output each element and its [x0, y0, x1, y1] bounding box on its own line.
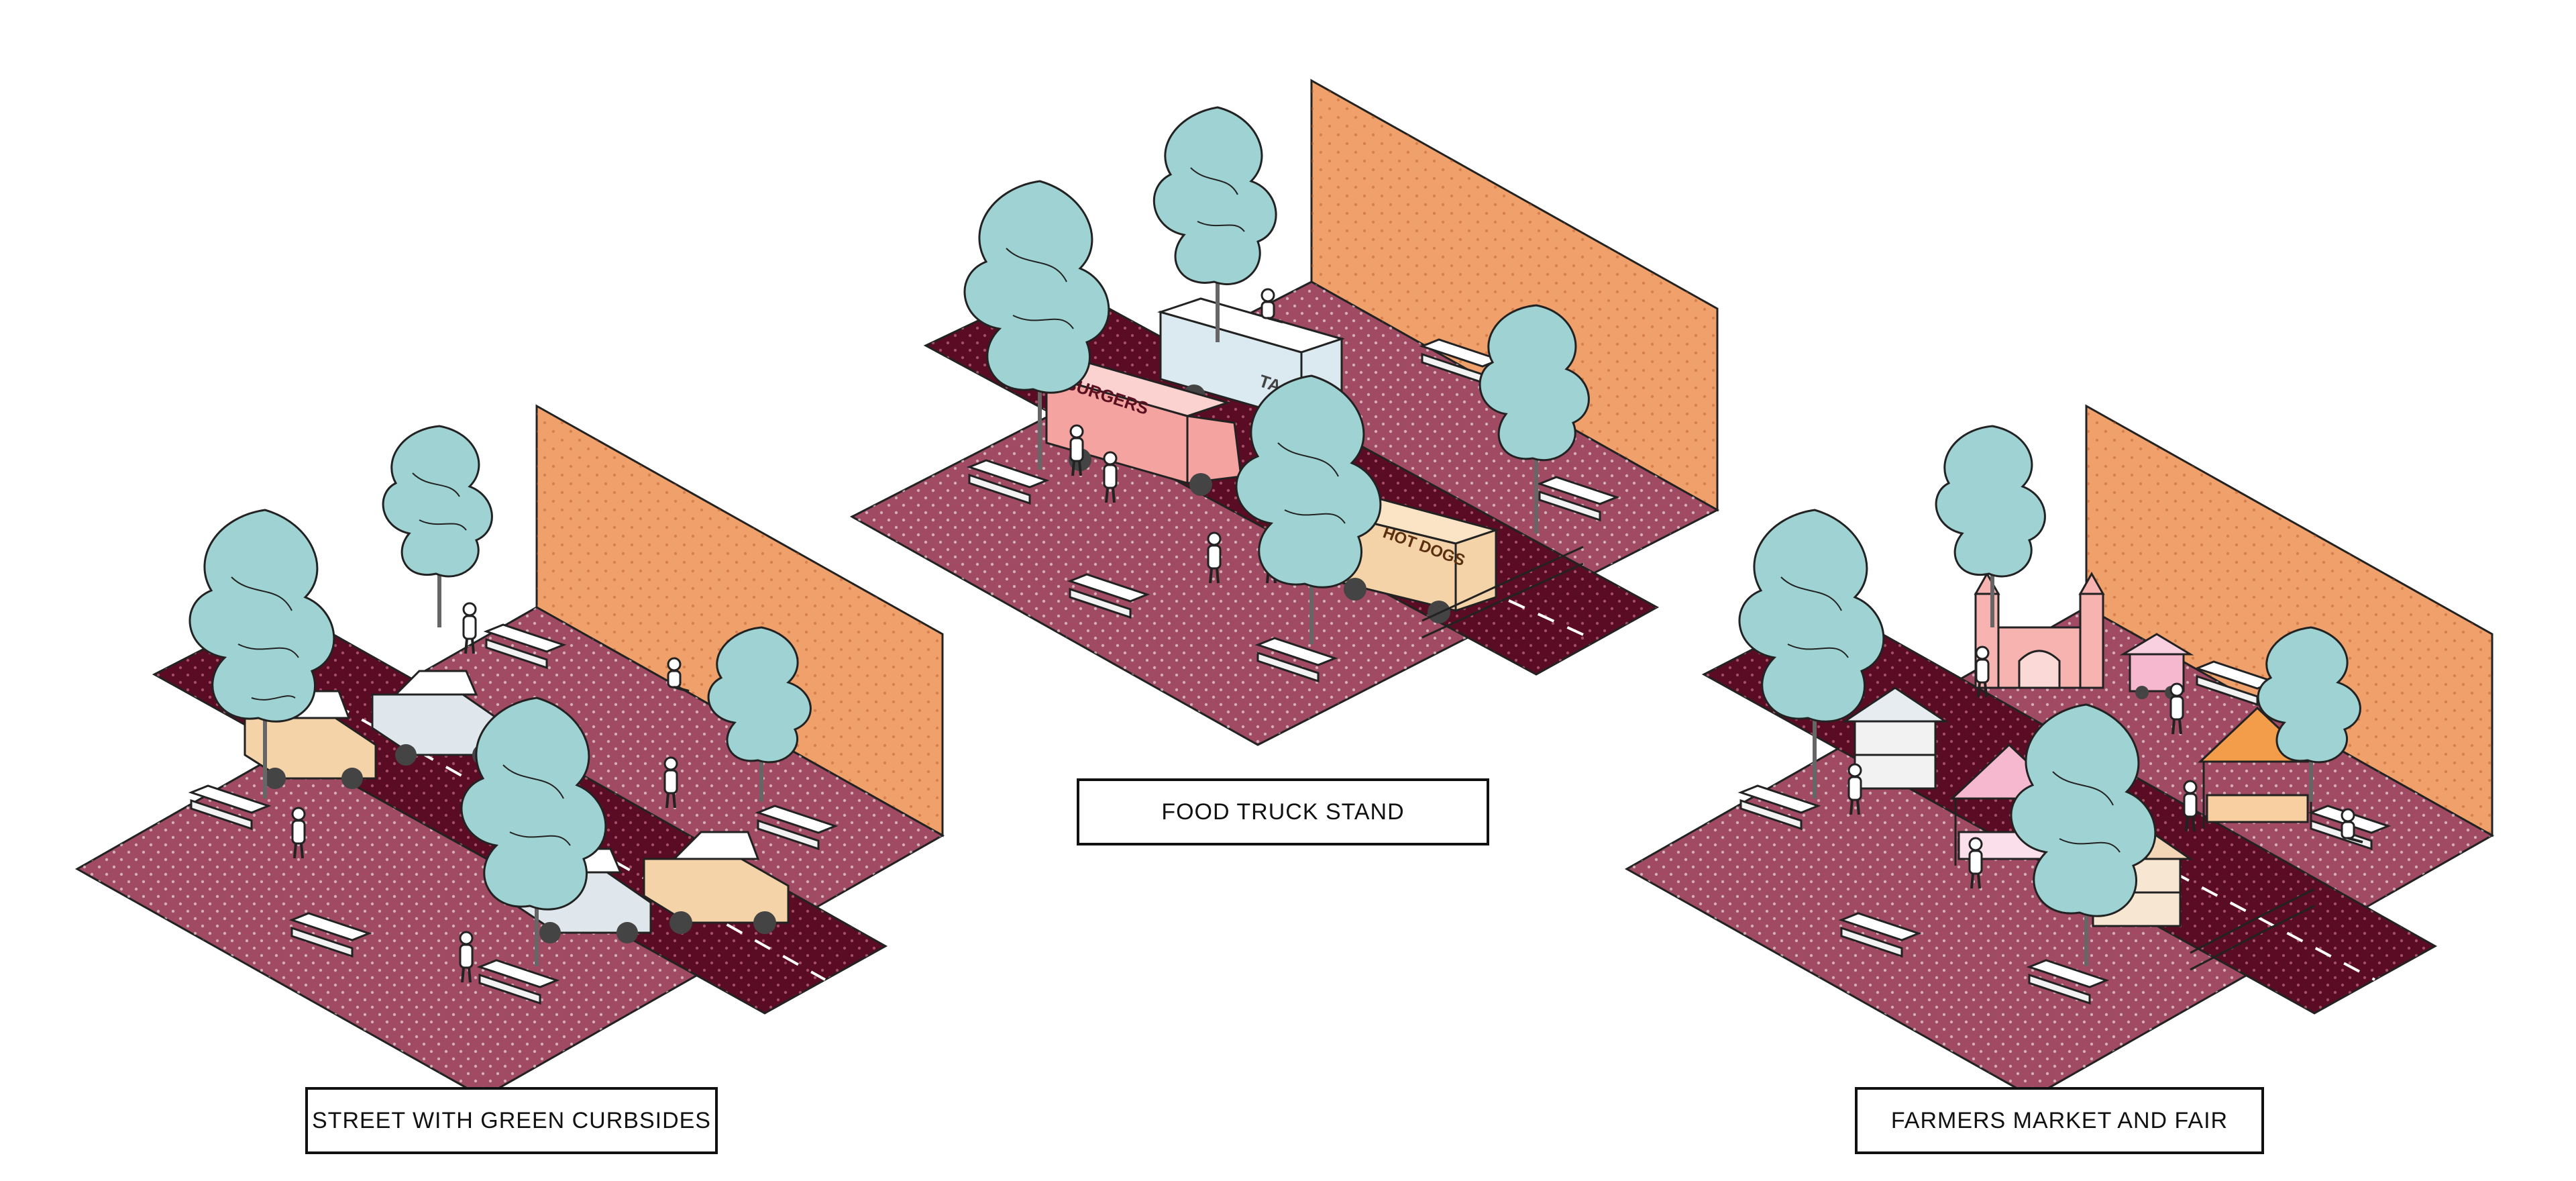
foodtruck-trees: [963, 106, 1590, 644]
pedestrian: [2183, 780, 2198, 832]
bench: [2026, 959, 2110, 1005]
tree: [460, 697, 607, 966]
tree: [1152, 106, 1277, 342]
tree: [189, 509, 335, 799]
bench: [1067, 573, 1150, 619]
bench: [1737, 784, 1821, 831]
car-tan: [643, 831, 790, 934]
white-booth: [1841, 686, 1949, 790]
pedestrian: [1103, 451, 1118, 503]
pedestrian: [291, 807, 306, 859]
pedestrian-sitting: [1260, 288, 1283, 323]
street-benches: [188, 623, 839, 1005]
pedestrian-sitting: [2341, 808, 2363, 843]
street-trees: [189, 425, 812, 966]
tree: [1479, 304, 1590, 533]
caption-food-truck: FOOD TRUCK STAND: [1077, 778, 1489, 845]
caption-market: FARMERS MARKET AND FAIR: [1855, 1087, 2264, 1154]
pedestrian: [1968, 837, 1983, 889]
tree: [707, 626, 812, 802]
pedestrian: [1975, 646, 1990, 698]
bench: [966, 459, 1050, 505]
foodtruck-fence: [1421, 546, 1584, 639]
scene-foodtruck: TACOS BURGERS HOT DOGS: [849, 79, 1720, 746]
market-trees: [1738, 425, 2361, 966]
street-pedestrians: [291, 602, 690, 983]
bench: [483, 623, 567, 670]
pedestrian: [462, 602, 477, 654]
pedestrian: [459, 931, 474, 983]
pedestrian: [1069, 424, 1084, 476]
pedestrian: [2169, 682, 2184, 735]
bench: [2194, 660, 2277, 707]
caption-street: STREET WITH GREEN CURBSIDES: [305, 1087, 718, 1154]
market-pedestrians: [1847, 646, 2363, 889]
pedestrian: [1847, 763, 1862, 815]
pedestrian: [663, 756, 678, 809]
bouncy-castle: [1974, 571, 2105, 689]
bench: [288, 912, 372, 958]
tree: [1235, 374, 1382, 644]
scene-street: [74, 404, 945, 1098]
scene-market: [1624, 404, 2495, 1098]
bench: [1838, 912, 1922, 958]
bench: [476, 959, 560, 1005]
tree: [2257, 626, 2361, 802]
pedestrian: [1207, 531, 1222, 584]
bench: [1254, 637, 1338, 683]
bench: [1536, 476, 1620, 522]
pedestrian-sitting: [667, 657, 690, 692]
tree: [1738, 509, 1885, 799]
foodtruck-benches: [966, 338, 1620, 683]
tree: [1935, 425, 2046, 627]
tree: [963, 180, 1110, 470]
tree: [382, 425, 493, 627]
bench: [188, 784, 272, 831]
bench: [755, 805, 839, 851]
tree: [2010, 703, 2157, 966]
market-fence: [2190, 888, 2315, 971]
